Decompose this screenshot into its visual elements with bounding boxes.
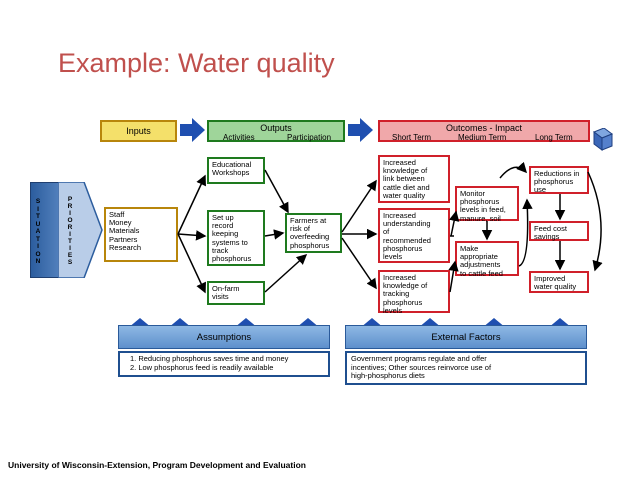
letter: A (35, 228, 41, 235)
arrow-right-icon (180, 118, 205, 142)
arrow-right-icon (348, 118, 373, 142)
assumptions-label: Assumptions (196, 332, 252, 343)
long-term-outcome: Improved water quality (529, 271, 589, 293)
outcomes-header-label: Outcomes - Impact (445, 123, 523, 133)
short-term-outcome: Increased understanding of recommended p… (378, 208, 450, 263)
slide-title: Example: Water quality (58, 48, 335, 78)
assumption-item: 2. Low phosphorus feed is readily availa… (130, 362, 274, 372)
letter: R (67, 224, 73, 231)
letter: P (67, 196, 73, 203)
activity-box: On-farm visits (207, 281, 265, 305)
medium-term-outcome: Monitor phosphorus levels in feed, manur… (455, 186, 519, 222)
letter: I (37, 205, 39, 213)
letter: I (69, 245, 71, 252)
short-term-subheader: Short Term (392, 133, 431, 142)
medium-term-outcome: Make appropriate adjustments to cattle f… (455, 241, 519, 277)
feedback-cube-icon (592, 128, 614, 151)
letter: E (67, 252, 73, 259)
slide-footer: University of Wisconsin-Extension, Progr… (8, 460, 306, 470)
participation-box: Farmers at risk of overfeeding phosphoru… (285, 213, 342, 253)
letter: R (67, 203, 73, 210)
short-term-outcome: Increased knowledge of link between catt… (378, 155, 450, 203)
inputs-box: Staff Money Materials Partners Research (104, 207, 178, 262)
outcomes-header: Outcomes - Impact Short Term Medium Term… (378, 120, 590, 142)
medium-term-subheader: Medium Term (458, 133, 507, 142)
inputs-header-label: Inputs (126, 126, 151, 136)
external-factors-label: External Factors (431, 332, 501, 343)
letter: S (67, 259, 73, 266)
long-term-outcome: Reductions in phosphorus use (529, 166, 589, 194)
letter: U (35, 220, 41, 228)
letter: T (36, 235, 40, 243)
activity-box: Set up record keeping systems to track p… (207, 210, 265, 266)
external-factors-text: Government programs regulate and offer i… (345, 351, 587, 385)
priorities-arrow (58, 182, 103, 278)
letter: O (35, 250, 41, 258)
outputs-header-label: Outputs (260, 123, 292, 133)
letter: I (69, 231, 71, 238)
long-term-outcome: Feed cost savings (529, 221, 589, 241)
activities-subheader: Activities (223, 133, 255, 142)
letter: I (37, 243, 39, 250)
assumptions-bar: Assumptions (118, 325, 330, 349)
letter: I (69, 210, 71, 217)
inputs-header: Inputs (100, 120, 177, 142)
outputs-header: Outputs Activities Participation (207, 120, 345, 142)
letter: N (35, 258, 41, 265)
short-term-outcome: Increased knowledge of tracking phosphor… (378, 270, 450, 314)
letter: T (36, 213, 40, 220)
external-factors-bar: External Factors (345, 325, 587, 349)
long-term-subheader: Long Term (535, 133, 573, 142)
letter: T (68, 238, 72, 245)
letter: S (35, 198, 41, 205)
assumptions-list: 1. Reducing phosphorus saves time and mo… (118, 351, 330, 377)
participation-subheader: Participation (287, 133, 332, 142)
letter: O (67, 217, 73, 224)
activity-box: Educational Workshops (207, 157, 265, 184)
assumption-item: 1. Reducing phosphorus saves time and mo… (130, 354, 289, 363)
